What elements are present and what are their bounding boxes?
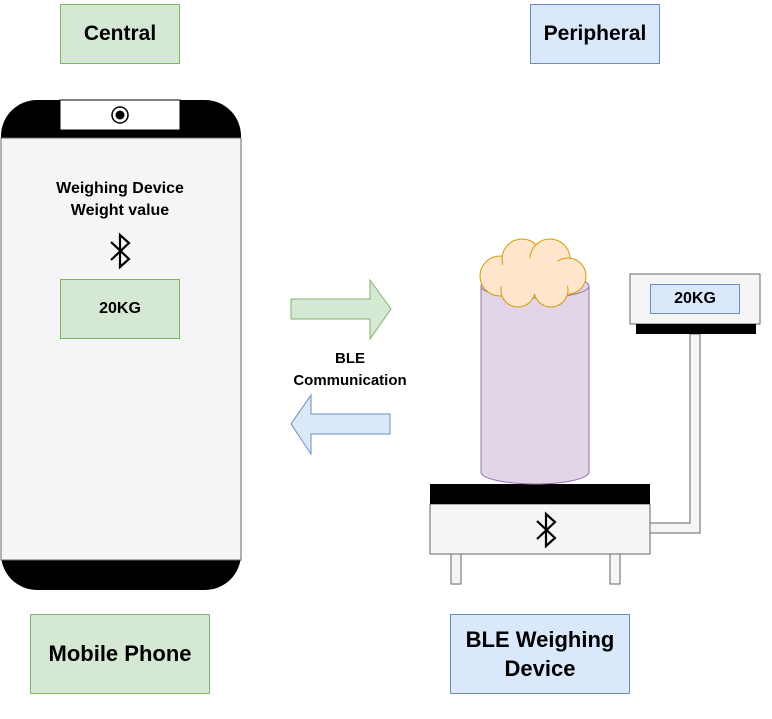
- ble-communication-label: BLE Communication: [270, 348, 430, 392]
- mobile-phone-label: Mobile Phone: [48, 641, 192, 666]
- scale-base: [429, 503, 651, 555]
- phone-screen: [0, 137, 242, 561]
- central-label-box: Central: [60, 4, 180, 64]
- scale-display-value-box: 20KG: [650, 284, 740, 314]
- weighing-device: [429, 273, 761, 585]
- phone-weight-value: 20KG: [99, 300, 141, 317]
- comm-line2: Communication: [293, 372, 407, 389]
- central-label: Central: [83, 22, 157, 45]
- scale-leg-left: [450, 552, 462, 585]
- phone-screen-title: Weighing Device Weight value: [20, 178, 220, 222]
- peripheral-label: Peripheral: [543, 22, 647, 45]
- ble-device-label-box: BLE Weighing Device: [450, 614, 630, 694]
- phone-weight-value-box: 20KG: [60, 279, 180, 339]
- mobile-phone: [0, 99, 242, 590]
- scale-connector: [649, 333, 701, 534]
- scale-display-stand: [636, 324, 756, 334]
- load-cloud: [479, 238, 587, 308]
- weighed-object-cylinder: [480, 273, 590, 485]
- scale-display-value: 20KG: [674, 290, 716, 307]
- scale-leg-right: [609, 552, 621, 585]
- bluetooth-icon: [110, 232, 131, 270]
- camera-icon: [111, 106, 129, 124]
- phone-title-line2: Weight value: [70, 202, 170, 219]
- ble-device-label-line2: Device: [504, 656, 576, 681]
- comm-line1: BLE: [335, 350, 365, 367]
- peripheral-label-box: Peripheral: [530, 4, 660, 64]
- ble-device-label-line1: BLE Weighing: [465, 627, 615, 652]
- arrow-left: [290, 393, 391, 456]
- mobile-phone-label-box: Mobile Phone: [30, 614, 210, 694]
- phone-title-line1: Weighing Device: [56, 180, 184, 197]
- arrow-right: [290, 278, 392, 341]
- bluetooth-icon: [536, 511, 557, 549]
- scale-platform: [430, 484, 650, 504]
